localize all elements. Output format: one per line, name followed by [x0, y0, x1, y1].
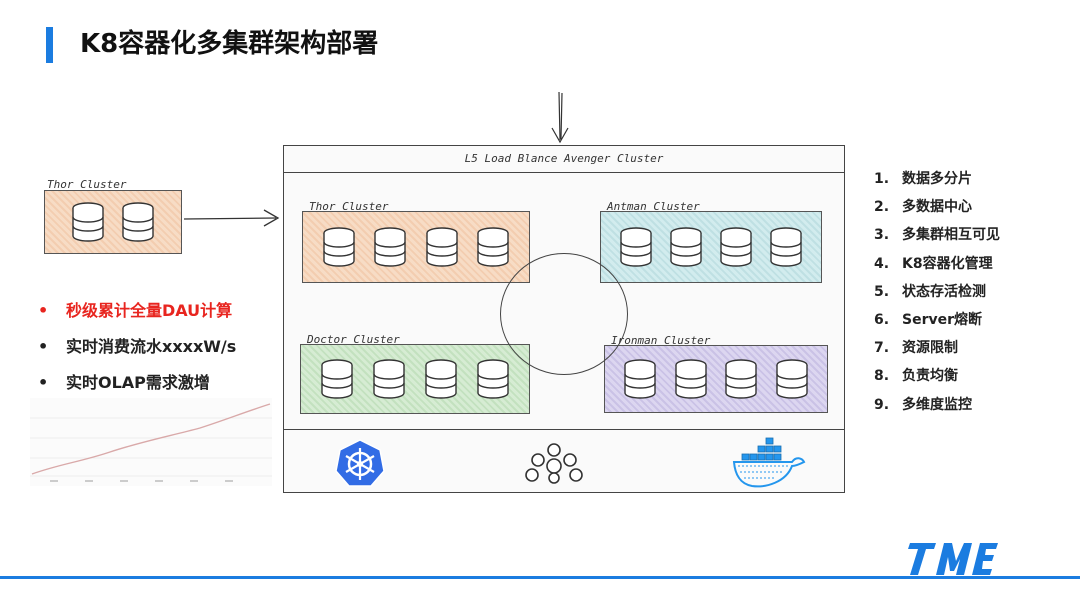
kubernetes-icon — [335, 439, 385, 487]
docker-icon — [732, 437, 806, 488]
database-icon — [725, 359, 757, 399]
center-circle — [500, 253, 628, 375]
feature-item: 7.资源限制 — [874, 340, 958, 357]
feature-item: 1.数据多分片 — [874, 171, 972, 187]
tme-logo — [908, 543, 998, 575]
platform-strip — [284, 429, 844, 492]
title-accent-bar — [46, 27, 53, 63]
database-icon — [675, 359, 707, 399]
database-icon — [770, 227, 802, 267]
database-icon — [720, 227, 752, 267]
db-row — [605, 346, 827, 412]
cluster-label: Antman Cluster — [607, 200, 700, 213]
database-icon — [321, 359, 353, 399]
feature-item: 9.多维度监控 — [874, 396, 972, 413]
bullet-item: •实时OLAP需求激增 — [38, 373, 210, 392]
database-icon — [425, 359, 457, 399]
footer-line — [0, 576, 1080, 579]
cluster-label: Ironman Cluster — [611, 334, 711, 347]
requirement-bullets: •秒级累计全量DAU计算 •实时消费流水xxxxW/s •实时OLAP需求激增 — [38, 298, 236, 406]
database-icon — [620, 227, 652, 267]
avenger-cluster-frame: L5 Load Blance Avenger Cluster Thor Clus… — [283, 145, 845, 493]
cluster-label: Doctor Cluster — [307, 333, 400, 346]
external-thor-cluster: Thor Cluster — [44, 178, 182, 254]
cluster-label: Thor Cluster — [47, 178, 127, 191]
db-row — [301, 345, 529, 413]
database-icon — [624, 359, 656, 399]
cluster-thor: Thor Cluster — [302, 200, 530, 283]
page-title: K8容器化多集群架构部署 — [80, 29, 379, 59]
db-row — [45, 191, 181, 253]
db-row — [303, 212, 529, 282]
db-row — [601, 212, 821, 282]
cluster-label: Thor Cluster — [309, 200, 389, 213]
load-balancer-label: L5 Load Blance Avenger Cluster — [284, 146, 844, 173]
database-icon — [426, 227, 458, 267]
feature-item: 5.状态存活检测 — [874, 283, 986, 300]
feature-item: 2.多数据中心 — [874, 199, 972, 216]
helm-icon — [525, 443, 583, 484]
database-icon — [122, 202, 154, 242]
database-icon — [72, 202, 104, 242]
bullet-item: •秒级累计全量DAU计算 — [38, 301, 233, 320]
database-icon — [323, 227, 355, 267]
cluster-ironman: Ironman Cluster — [604, 334, 828, 413]
database-icon — [373, 359, 405, 399]
growth-trend-chart — [30, 398, 272, 486]
cluster-antman: Antman Cluster — [600, 200, 822, 283]
database-icon — [776, 359, 808, 399]
feature-item: 6.Server熔断 — [874, 311, 983, 328]
bullet-item: •实时消费流水xxxxW/s — [38, 337, 237, 356]
incoming-arrow — [551, 91, 569, 144]
feature-item: 4.K8容器化管理 — [874, 255, 993, 272]
migration-arrow — [183, 209, 280, 227]
database-icon — [477, 359, 509, 399]
database-icon — [477, 227, 509, 267]
feature-list: 1.数据多分片 2.多数据中心 3.多集群相互可见 4.K8容器化管理 5.状态… — [874, 168, 1000, 422]
cluster-doctor: Doctor Cluster — [300, 333, 530, 414]
database-icon — [670, 227, 702, 267]
feature-item: 8.负责均衡 — [874, 368, 958, 385]
feature-item: 3.多集群相互可见 — [874, 227, 1000, 244]
database-icon — [374, 227, 406, 267]
